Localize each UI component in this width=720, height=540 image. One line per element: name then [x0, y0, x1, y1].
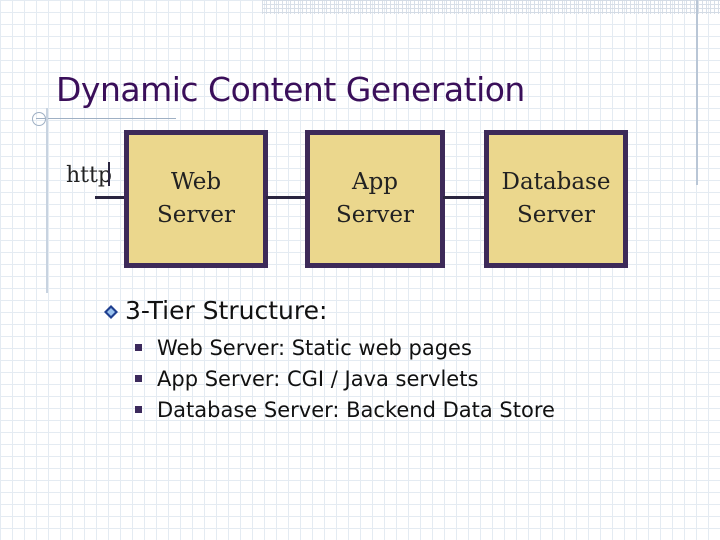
http-connector-stem: [108, 162, 110, 186]
app-server-label: App Server: [336, 169, 414, 228]
app-server-box: App Server: [305, 130, 445, 268]
bullet-text: App Server: CGI / Java servlets: [157, 367, 479, 391]
database-server-box: Database Server: [484, 130, 628, 268]
decorative-top-band: [262, 0, 720, 14]
decorative-right-bar: [696, 0, 698, 185]
bullet-list: Web Server: Static web pages App Server:…: [135, 333, 555, 426]
title-underline: [36, 118, 176, 119]
http-connector: [95, 196, 126, 199]
square-bullet-icon: [135, 343, 142, 351]
diamond-bullet-icon: [104, 305, 118, 319]
http-label: http: [66, 163, 112, 188]
database-server-label: Database Server: [501, 169, 611, 228]
list-item: App Server: CGI / Java servlets: [135, 364, 555, 395]
list-item: Web Server: Static web pages: [135, 333, 555, 364]
square-bullet-icon: [135, 374, 142, 382]
web-server-box: Web Server: [124, 130, 268, 268]
crosshair-icon: [32, 112, 48, 128]
bullet-text: Web Server: Static web pages: [157, 336, 472, 360]
bullet-text: Database Server: Backend Data Store: [157, 398, 555, 422]
app-db-connector: [443, 196, 486, 199]
web-app-connector: [266, 196, 307, 199]
list-item: Database Server: Backend Data Store: [135, 395, 555, 426]
section-heading: 3-Tier Structure:: [125, 296, 328, 325]
square-bullet-icon: [135, 405, 142, 413]
web-server-label: Web Server: [157, 169, 235, 228]
decorative-vertical-rule: [46, 108, 48, 293]
slide-title: Dynamic Content Generation: [56, 70, 525, 109]
